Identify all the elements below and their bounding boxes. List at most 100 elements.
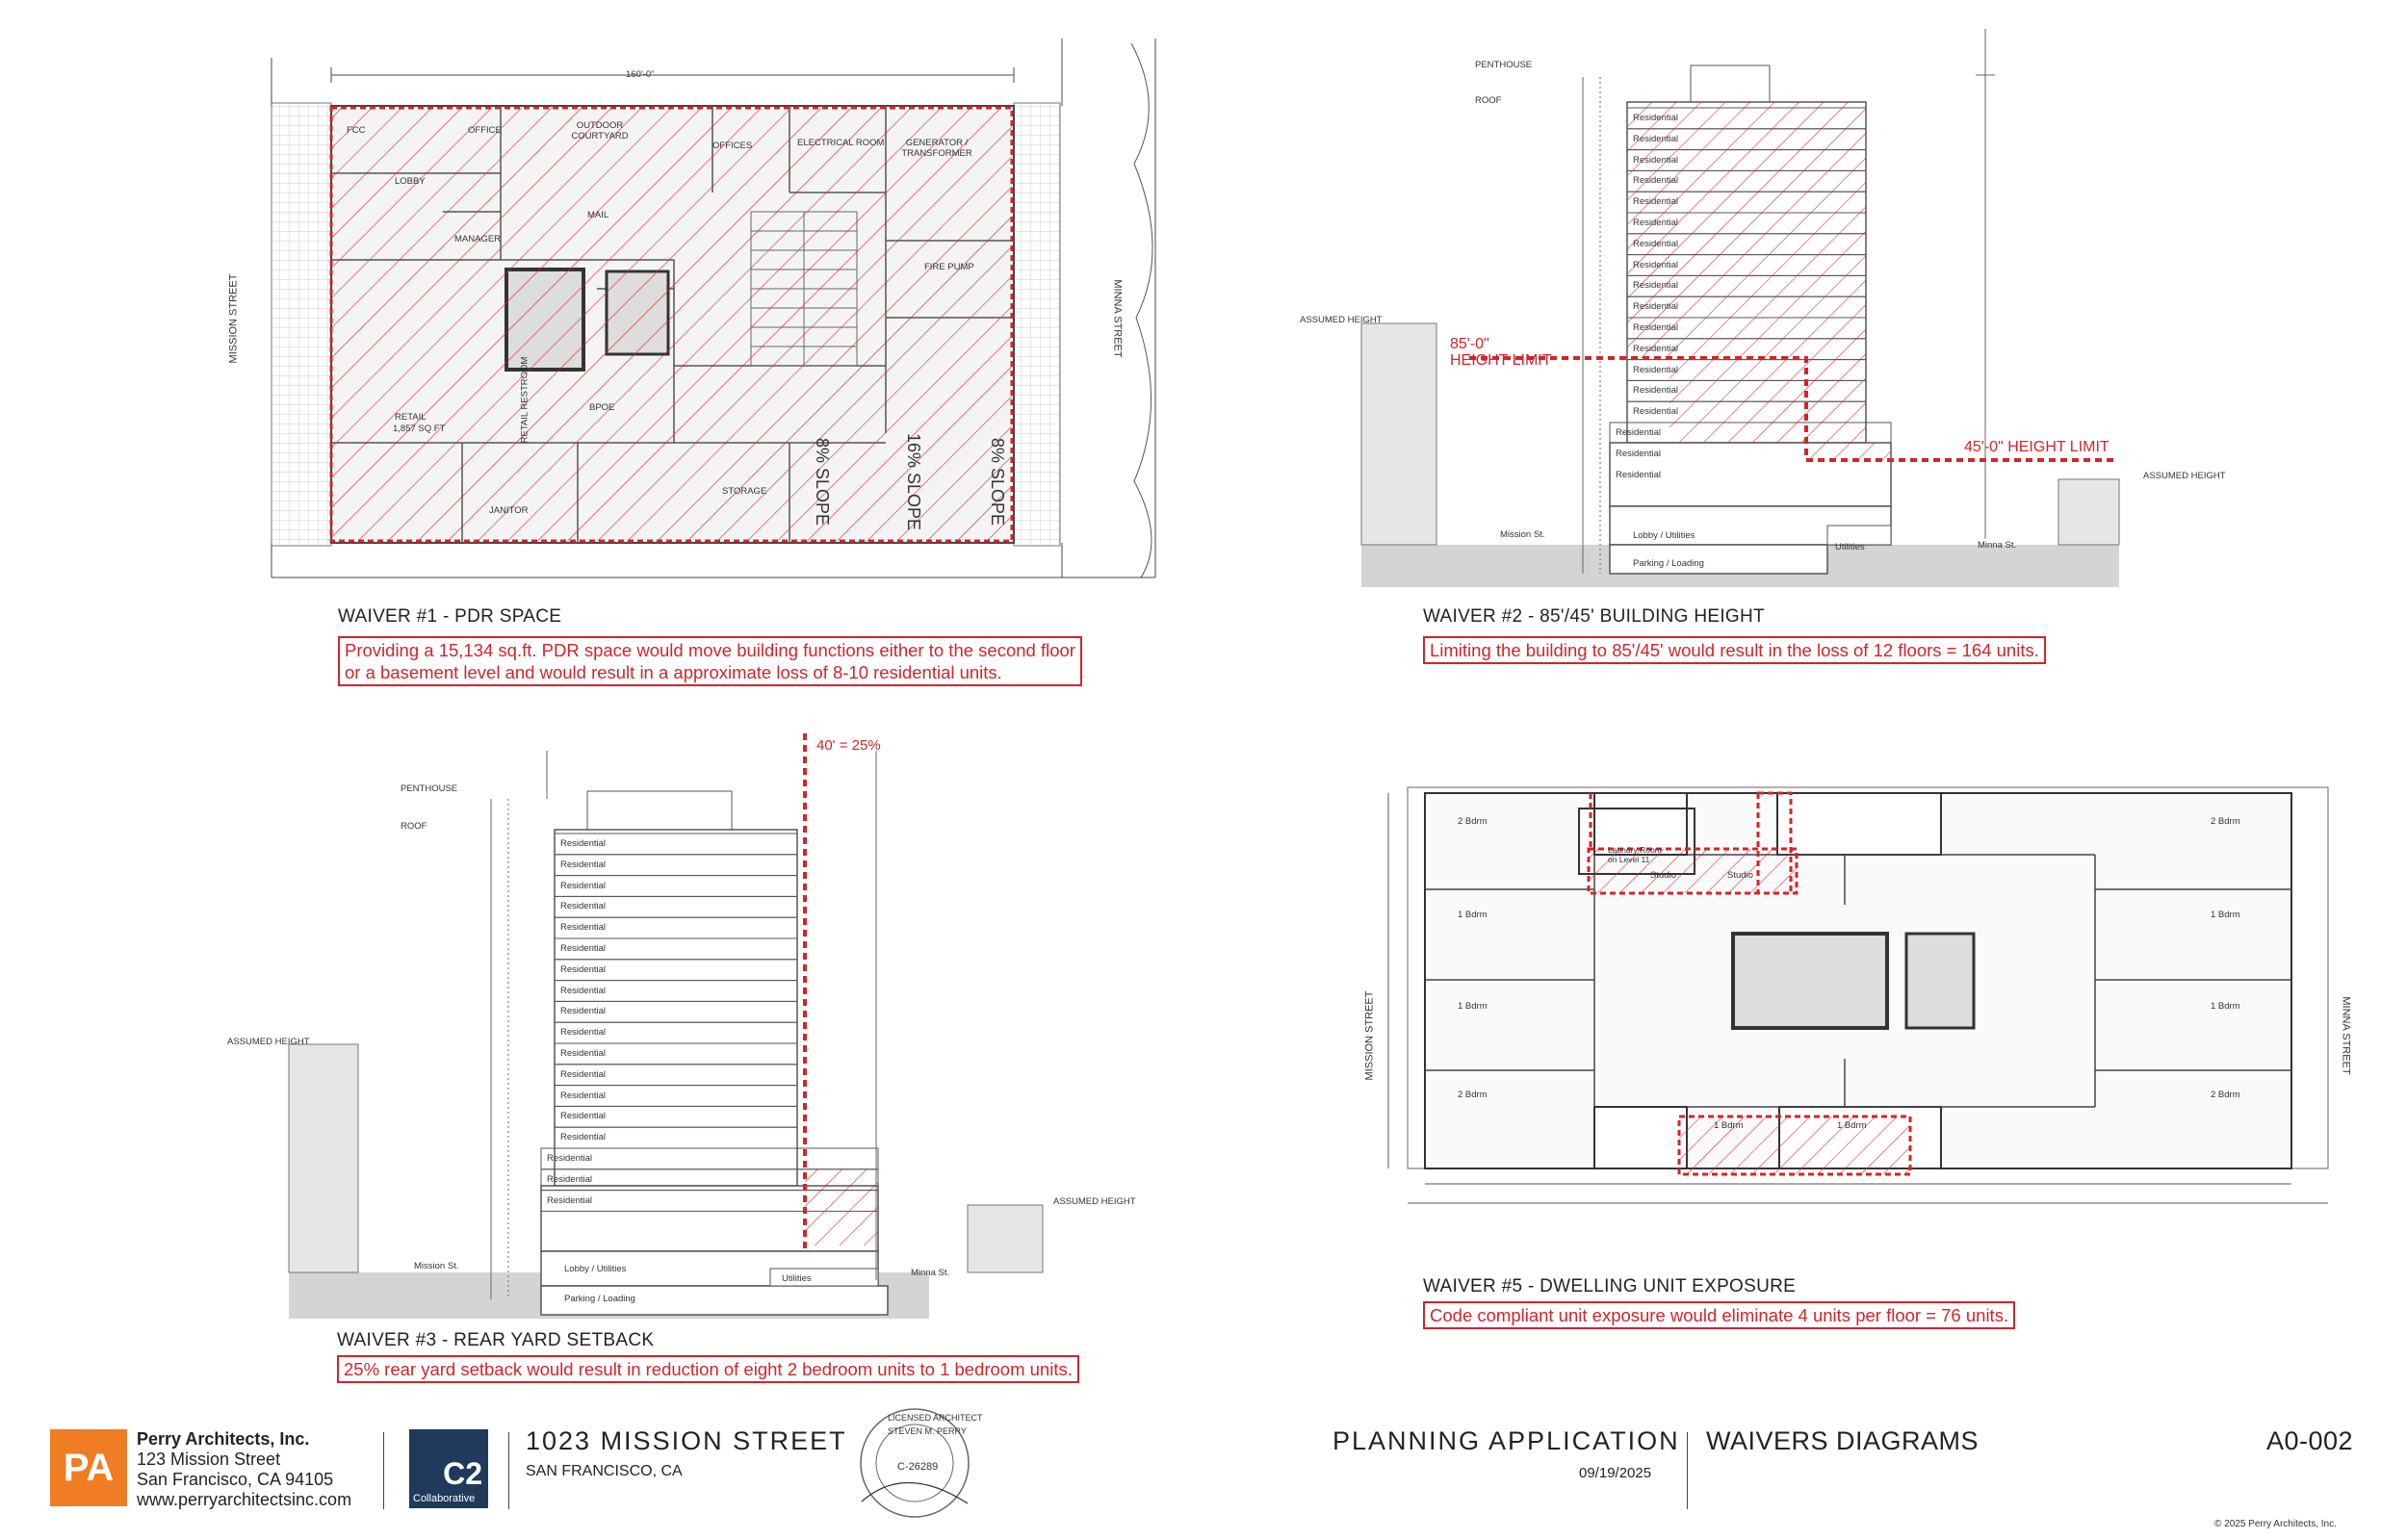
plan5-drawing — [1387, 786, 2329, 1204]
plan1-room: BPOE — [589, 402, 615, 413]
waiver1-panel: 160'-0" MISSION STREET MINNA STREET FCC … — [0, 0, 1190, 712]
sheet-title: WAIVERS DIAGRAMS — [1706, 1426, 1980, 1455]
plan5-unit: Studio — [1650, 870, 1676, 881]
plan1-slope: 16% SLOPE — [904, 432, 924, 531]
plan5-unit: 2 Bdrm — [1458, 1090, 1488, 1100]
floor-label: Residential — [547, 1173, 592, 1185]
elev2-level-penthouse: PENTHOUSE — [1475, 60, 1533, 70]
elev2-limit85-value: 85'-0" — [1450, 336, 1489, 352]
floor-label: Residential — [560, 963, 606, 975]
waiver5-title: WAIVER #5 - DWELLING UNIT EXPOSURE — [1423, 1276, 1797, 1296]
floor-label: Residential — [1633, 238, 1678, 249]
elev2-parking: Parking / Loading — [1633, 558, 1704, 569]
floor-label: Residential — [560, 922, 606, 934]
plan1-room: FIRE PUMP — [924, 262, 974, 272]
divider — [1687, 1432, 1688, 1509]
elev3-level-roof: ROOF — [401, 821, 427, 832]
elev3-assumed-right: ASSUMED HEIGHT — [1053, 1196, 1136, 1207]
plan1-slope: 8% SLOPE — [988, 437, 1008, 526]
plan1-room: GENERATOR / TRANSFORMER — [901, 138, 972, 159]
plan5-unit: 1 Bdrm — [1714, 1120, 1744, 1131]
floor-label: Residential — [560, 1132, 606, 1143]
floor-label: Residential — [1633, 175, 1678, 187]
plan1-room: OFFICE — [468, 125, 502, 136]
elev2-limit45: 45'-0" HEIGHT LIMIT — [1964, 439, 2109, 455]
waiver1-title: WAIVER #1 - PDR SPACE — [338, 606, 562, 627]
plan5-unit: 2 Bdrm — [2211, 1090, 2240, 1100]
title-block: PA Perry Architects, Inc. 123 Mission St… — [0, 1405, 2381, 1540]
c2-logo: C2 Collaborative — [409, 1429, 488, 1508]
floor-label: Residential — [560, 1090, 606, 1101]
plan1-room: ELECTRICAL ROOM — [797, 138, 885, 148]
firm-address2: San Francisco, CA 94105 — [137, 1470, 334, 1489]
floor-label: Residential — [560, 1068, 606, 1080]
waiver2-title: WAIVER #2 - 85'/45' BUILDING HEIGHT — [1423, 606, 1765, 627]
floor-label: Residential — [560, 1111, 606, 1122]
project-city: SAN FRANCISCO, CA — [526, 1463, 683, 1479]
elev3-parking: Parking / Loading — [564, 1294, 635, 1304]
waiver1-desc-line: or a basement level and would result in … — [345, 662, 1002, 682]
plan5-unit: 1 Bdrm — [2211, 910, 2240, 920]
floor-label: Residential — [1633, 217, 1678, 228]
elev3-level-penthouse: PENTHOUSE — [401, 783, 458, 794]
stamp-licensed: LICENSED ARCHITECT — [888, 1413, 983, 1423]
floor-label: Residential — [560, 1006, 606, 1017]
floor-label: Residential — [560, 901, 606, 912]
floor-label: Residential — [1633, 406, 1678, 418]
floor-label: Residential — [560, 1027, 606, 1039]
waiver3-desc-line: 25% rear yard setback would result in re… — [344, 1359, 1073, 1379]
elev3-assumed-left: ASSUMED HEIGHT — [227, 1037, 310, 1047]
plan1-room: 1,857 SQ FT — [393, 424, 446, 434]
plan5-laundry: Laundry Room on Level 11 — [1608, 845, 1662, 864]
plan1-room: OUTDOOR COURTYARD — [571, 120, 629, 141]
floor-label: Residential — [1633, 343, 1678, 354]
elev2-mission: Mission St. — [1500, 529, 1545, 540]
project-name: 1023 MISSION STREET — [526, 1426, 847, 1455]
waiver5-panel: MISSION STREET MINNA STREET 2 Bdrm 2 Bdr… — [1190, 712, 2381, 1405]
plan1-room: STORAGE — [722, 486, 767, 497]
elev2-assumed-right: ASSUMED HEIGHT — [2143, 471, 2226, 481]
elev3-drawing — [288, 733, 1044, 1319]
waiver3-title: WAIVER #3 - REAR YARD SETBACK — [337, 1330, 655, 1350]
plan1-room: JANITOR — [489, 505, 529, 516]
waiver2-desc-line: Limiting the building to 85'/45' would r… — [1430, 640, 2039, 660]
copyright: © 2025 Perry Architects, Inc. — [2214, 1519, 2337, 1529]
floor-label: Residential — [560, 942, 606, 954]
plan1-drawing — [271, 38, 1156, 578]
elev3-setback: 40' = 25% — [816, 737, 881, 754]
plan1-room: MANAGER — [454, 234, 502, 244]
floor-label: Residential — [1633, 301, 1678, 313]
plan1-room: MAIL — [587, 210, 609, 220]
stamp-license-no: C-26289 — [897, 1461, 939, 1473]
floor-label: Residential — [1616, 469, 1661, 480]
phase: PLANNING APPLICATION — [1333, 1426, 1680, 1455]
divider — [508, 1432, 509, 1509]
floor-label: Residential — [560, 880, 606, 891]
waiver5-desc: Code compliant unit exposure would elimi… — [1423, 1301, 2016, 1329]
floor-label: Residential — [1633, 196, 1678, 208]
elev2-limit85-label: HEIGHT LIMIT — [1450, 352, 1552, 369]
elev2-level-roof: ROOF — [1475, 95, 1502, 106]
waiver3-desc: 25% rear yard setback would result in re… — [337, 1355, 1079, 1383]
elev3-mission: Mission St. — [414, 1261, 459, 1271]
plan5-unit: 1 Bdrm — [1458, 1001, 1488, 1012]
plan5-unit: 2 Bdrm — [1458, 816, 1488, 827]
elev2-lobby: Lobby / Utilities — [1633, 530, 1695, 541]
issue-date: 09/19/2025 — [1579, 1465, 1652, 1481]
floor-label: Residential — [1616, 426, 1661, 438]
floor-label: Residential — [1633, 385, 1678, 397]
sheet-number: A0-002 — [2266, 1426, 2354, 1455]
plan1-street-left: MISSION STREET — [227, 273, 240, 364]
floor-label: Residential — [1616, 448, 1661, 459]
waiver5-desc-line: Code compliant unit exposure would elimi… — [1430, 1305, 2009, 1325]
firm-address1: 123 Mission Street — [137, 1450, 281, 1469]
floor-label: Residential — [1633, 112, 1678, 123]
architect-stamp — [860, 1408, 970, 1518]
floor-label: Residential — [1633, 364, 1678, 375]
plan1-room: LOBBY — [395, 176, 426, 187]
plan1-slope: 8% SLOPE — [813, 437, 833, 526]
stamp-name: STEVEN M. PERRY — [888, 1426, 967, 1436]
firm-website[interactable]: www.perryarchitectsinc.com — [137, 1490, 352, 1509]
